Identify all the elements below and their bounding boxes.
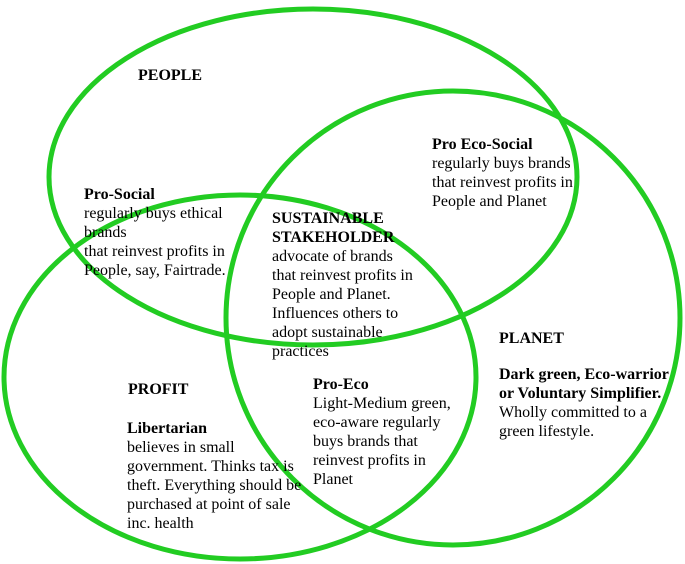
profit-label: PROFIT <box>128 381 189 398</box>
planet-text: Wholly committed to a green lifestyle. <box>499 404 647 440</box>
planet-heading-2: or Voluntary Simplifier. <box>499 385 662 402</box>
profit-circle <box>1 192 479 562</box>
pro-social-heading: Pro-Social <box>84 186 155 203</box>
pro-social-region: Pro-Social regularly buys ethical brands… <box>84 185 226 280</box>
pro-eco-heading: Pro-Eco <box>313 376 369 393</box>
people-circle <box>46 6 580 348</box>
pro-eco-social-text: regularly buys brands that reinvest prof… <box>432 155 573 210</box>
pro-eco-social-region: Pro Eco-Social regularly buys brands tha… <box>432 135 573 211</box>
sustainable-stakeholder-region: SUSTAINABLE STAKEHOLDER advocate of bran… <box>272 209 413 361</box>
pro-eco-social-heading: Pro Eco-Social <box>432 136 533 153</box>
people-label: PEOPLE <box>138 67 203 84</box>
sustainable-heading-1: SUSTAINABLE <box>272 210 384 227</box>
pro-eco-region: Pro-Eco Light-Medium green, eco-aware re… <box>313 375 451 489</box>
planet-label: PLANET <box>499 330 564 347</box>
pro-eco-text: Light-Medium green, eco-aware regularly … <box>313 395 451 488</box>
planet-heading-1: Dark green, Eco-warrior <box>499 366 669 383</box>
sustainable-heading-2: STAKEHOLDER <box>272 229 395 246</box>
planet-region: Dark green, Eco-warrior or Voluntary Sim… <box>499 365 669 441</box>
profit-region: Libertarian believes in small government… <box>127 419 301 533</box>
planet-circle <box>223 88 683 548</box>
pro-social-text: regularly buys ethical brands that reinv… <box>84 205 226 279</box>
sustainable-text: advocate of brands that reinvest profits… <box>272 248 413 360</box>
libertarian-text: believes in small government. Thinks tax… <box>127 439 302 532</box>
libertarian-heading: Libertarian <box>127 420 207 437</box>
